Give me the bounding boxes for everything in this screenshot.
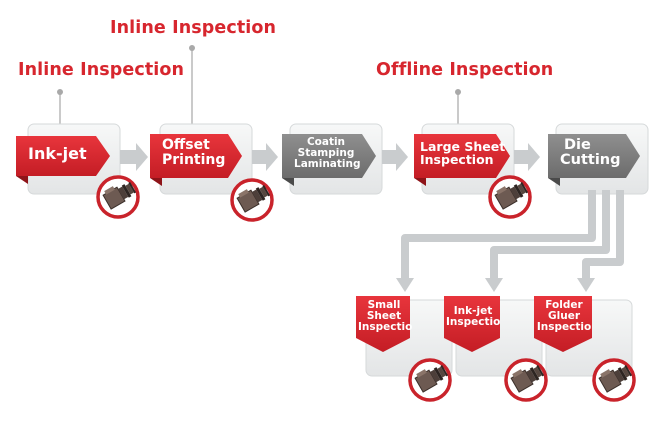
offset-printing-banner: [150, 134, 242, 186]
flow-arrows-row1: [120, 143, 540, 171]
offline-inspection-heading: Offline Inspection: [376, 60, 554, 80]
offset-printing-label: Offset Printing: [162, 138, 225, 167]
small-sheet-banner: [356, 296, 410, 352]
small-sheet-line1: Small: [367, 299, 401, 311]
coating-label: Coatin Stamping Laminating: [294, 136, 361, 171]
camera-icon: [96, 175, 140, 219]
heading-connectors: [59, 48, 459, 125]
camera-icon: [230, 178, 274, 222]
branch-arrows: [401, 190, 624, 280]
inkjet-inspection-label: Ink-jet Inspectio: [446, 305, 501, 329]
small-sheet-label: Small Sheet Inspectio: [358, 299, 413, 334]
camera-icon: [592, 358, 636, 402]
inkjet-inspection-banner: [444, 296, 500, 352]
offset-line2: Printing: [162, 151, 226, 168]
small-sheet-line2: Sheet: [366, 310, 402, 323]
inline-inspection-heading-top: Inline Inspection: [110, 18, 277, 38]
camera-icon: [408, 358, 452, 402]
die-cutting-banner: [548, 134, 640, 186]
coating-line3: Laminating: [294, 158, 361, 171]
small-sheet-line3: Inspectio: [358, 321, 413, 334]
large-sheet-line2: Inspection: [420, 152, 494, 168]
coating-line1: Coatin: [306, 136, 346, 148]
folder-line3: Inspectio: [536, 321, 592, 334]
large-sheet-line1: Large Sheet: [420, 139, 506, 154]
inkjet-banner: [16, 136, 110, 184]
coating-banner: [282, 134, 376, 186]
large-sheet-banner: [414, 134, 510, 186]
die-cutting-label: Die Cutting: [560, 137, 621, 169]
inkjet2-line1: Ink-jet: [453, 305, 493, 317]
inkjet-label: Ink-jet: [28, 144, 87, 163]
folder-line2: Gluer: [548, 310, 580, 323]
folder-gluer-banner: [534, 296, 592, 352]
camera-icon: [488, 175, 532, 219]
camera-icon: [504, 358, 548, 402]
large-sheet-label: Large Sheet Inspection: [420, 140, 505, 166]
folder-line1: Folder: [545, 299, 583, 311]
folder-gluer-label: Folder Gluer Inspectio: [536, 299, 592, 334]
die-cutting-line2: Cutting: [560, 152, 621, 169]
coating-line2: Stamping: [297, 147, 355, 160]
die-cutting-line1: Die: [564, 137, 591, 153]
inline-inspection-heading-left: Inline Inspection: [18, 60, 185, 80]
offset-line1: Offset: [162, 137, 210, 153]
inkjet2-line2: Inspectio: [446, 316, 501, 329]
